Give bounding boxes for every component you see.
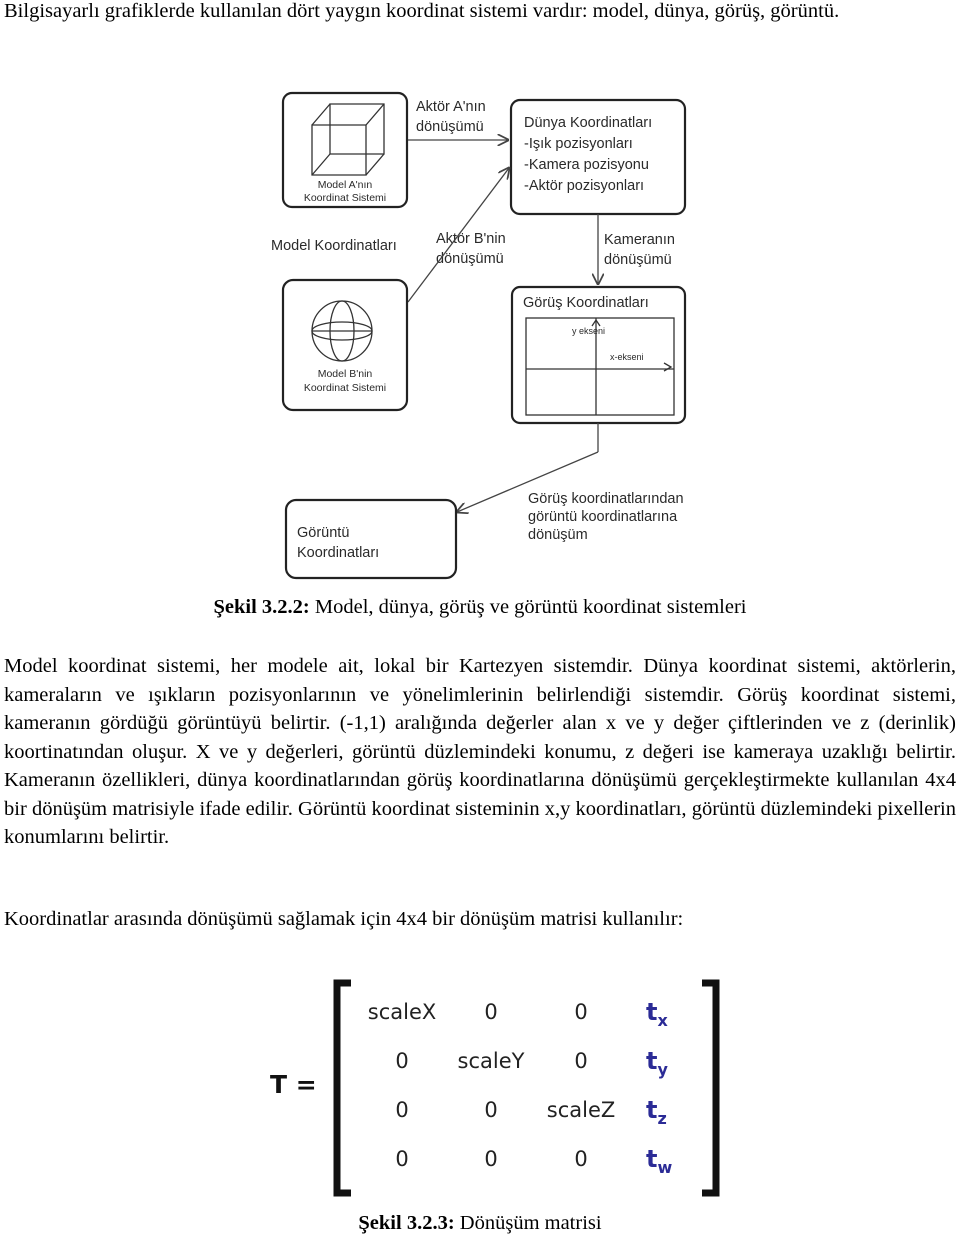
camera-transform-1: Kameranın	[604, 232, 675, 248]
view-coordinates-box: Görüş Koordinatları y ekseni x-ekseni	[510, 285, 687, 425]
matrix-cell: 0	[574, 1000, 587, 1024]
display-coordinates-box: Görüntü Koordinatları	[284, 498, 458, 580]
matrix-cell: scaleY	[458, 1049, 525, 1073]
left-bracket	[333, 979, 351, 1197]
view-y-axis-label: y ekseni	[572, 326, 605, 336]
view-title: Görüş Koordinatları	[523, 295, 649, 311]
coordinate-systems-diagram: Model A'nın Koordinat Sistemi Aktör A'nı…	[271, 91, 687, 580]
matrix-cell: 0	[484, 1098, 497, 1122]
model-coordinates-label: Model Koordinatları	[271, 238, 397, 254]
display-title-1: Görüntü	[297, 525, 349, 541]
view-to-display-1: Görüş koordinatlarından	[528, 491, 684, 507]
model-b-box: Model B'nin Koordinat Sistemi	[281, 278, 409, 412]
matrix-cell: 0	[395, 1049, 408, 1073]
caption-text: Model, dünya, görüş ve görüntü koordinat…	[309, 596, 747, 618]
body-paragraph-coordinate-systems: Model koordinat sistemi, her modele ait,…	[4, 655, 956, 848]
model-b-label-2: Koordinat Sistemi	[304, 382, 386, 394]
caption-text: Dönüşüm matrisi	[454, 1212, 602, 1234]
arrow-model-b-to-world	[407, 168, 509, 303]
matrix-cell: 0	[574, 1147, 587, 1171]
caption-label: Şekil 3.2.2:	[213, 596, 310, 618]
matrix-cell: 0	[574, 1049, 587, 1073]
world-coordinates-box: Dünya Koordinatları -Işık pozisyonları -…	[509, 98, 687, 216]
actor-a-transform-2: dönüşümü	[416, 119, 484, 135]
matrix-cell: 0	[484, 1000, 497, 1024]
world-item-camera: -Kamera pozisyonu	[524, 157, 649, 173]
figure-caption-3-2-2: Şekil 3.2.2: Model, dünya, görüş ve görü…	[0, 596, 960, 619]
intro-text: Bilgisayarlı grafiklerde kullanılan dört…	[4, 0, 840, 22]
view-x-axis-label: x-ekseni	[610, 352, 644, 362]
actor-a-transform-1: Aktör A'nın	[416, 99, 486, 115]
matrix-cell: 0	[395, 1147, 408, 1171]
cube-icon	[311, 103, 385, 176]
arrow-view-to-display	[457, 451, 599, 512]
transform-matrix: T = scaleX 0 0 0 scaleY 0 0 0 scaleZ 0 0…	[270, 979, 720, 1197]
camera-transform-2: dönüşümü	[604, 252, 672, 268]
matrix-translation-cell: ty	[646, 1047, 668, 1079]
matrix-cell: 0	[484, 1147, 497, 1171]
body-paragraph-matrix-intro: Koordinatlar arasında dönüşümü sağlamak …	[4, 908, 684, 930]
display-title-2: Koordinatları	[297, 545, 379, 561]
view-to-display-3: dönüşüm	[528, 527, 588, 543]
world-item-lights: -Işık pozisyonları	[524, 136, 633, 152]
matrix-cell: 0	[395, 1098, 408, 1122]
matrix-translation-cell: tw	[646, 1145, 672, 1177]
matrix-cell: scaleX	[368, 1000, 437, 1024]
view-to-display-2: görüntü koordinatlarına	[528, 509, 678, 525]
world-title: Dünya Koordinatları	[524, 115, 652, 131]
matrix-translation-cell: tx	[646, 998, 668, 1030]
matrix-label: T =	[270, 1070, 317, 1099]
actor-b-transform-1: Aktör B'nin	[436, 231, 506, 247]
model-a-box: Model A'nın Koordinat Sistemi	[281, 91, 409, 209]
figure-caption-3-2-3: Şekil 3.2.3: Dönüşüm matrisi	[0, 1212, 960, 1235]
actor-b-transform-2: dönüşümü	[436, 251, 504, 267]
right-bracket	[702, 979, 720, 1197]
world-item-actors: -Aktör pozisyonları	[524, 178, 644, 194]
model-a-label-2: Koordinat Sistemi	[304, 192, 386, 204]
model-a-label-1: Model A'nın	[318, 179, 373, 191]
model-b-label-1: Model B'nin	[318, 368, 373, 380]
caption-label: Şekil 3.2.3:	[358, 1212, 455, 1234]
matrix-translation-cell: tz	[646, 1096, 667, 1128]
sphere-icon	[311, 300, 373, 362]
matrix-cell: scaleZ	[547, 1098, 616, 1122]
